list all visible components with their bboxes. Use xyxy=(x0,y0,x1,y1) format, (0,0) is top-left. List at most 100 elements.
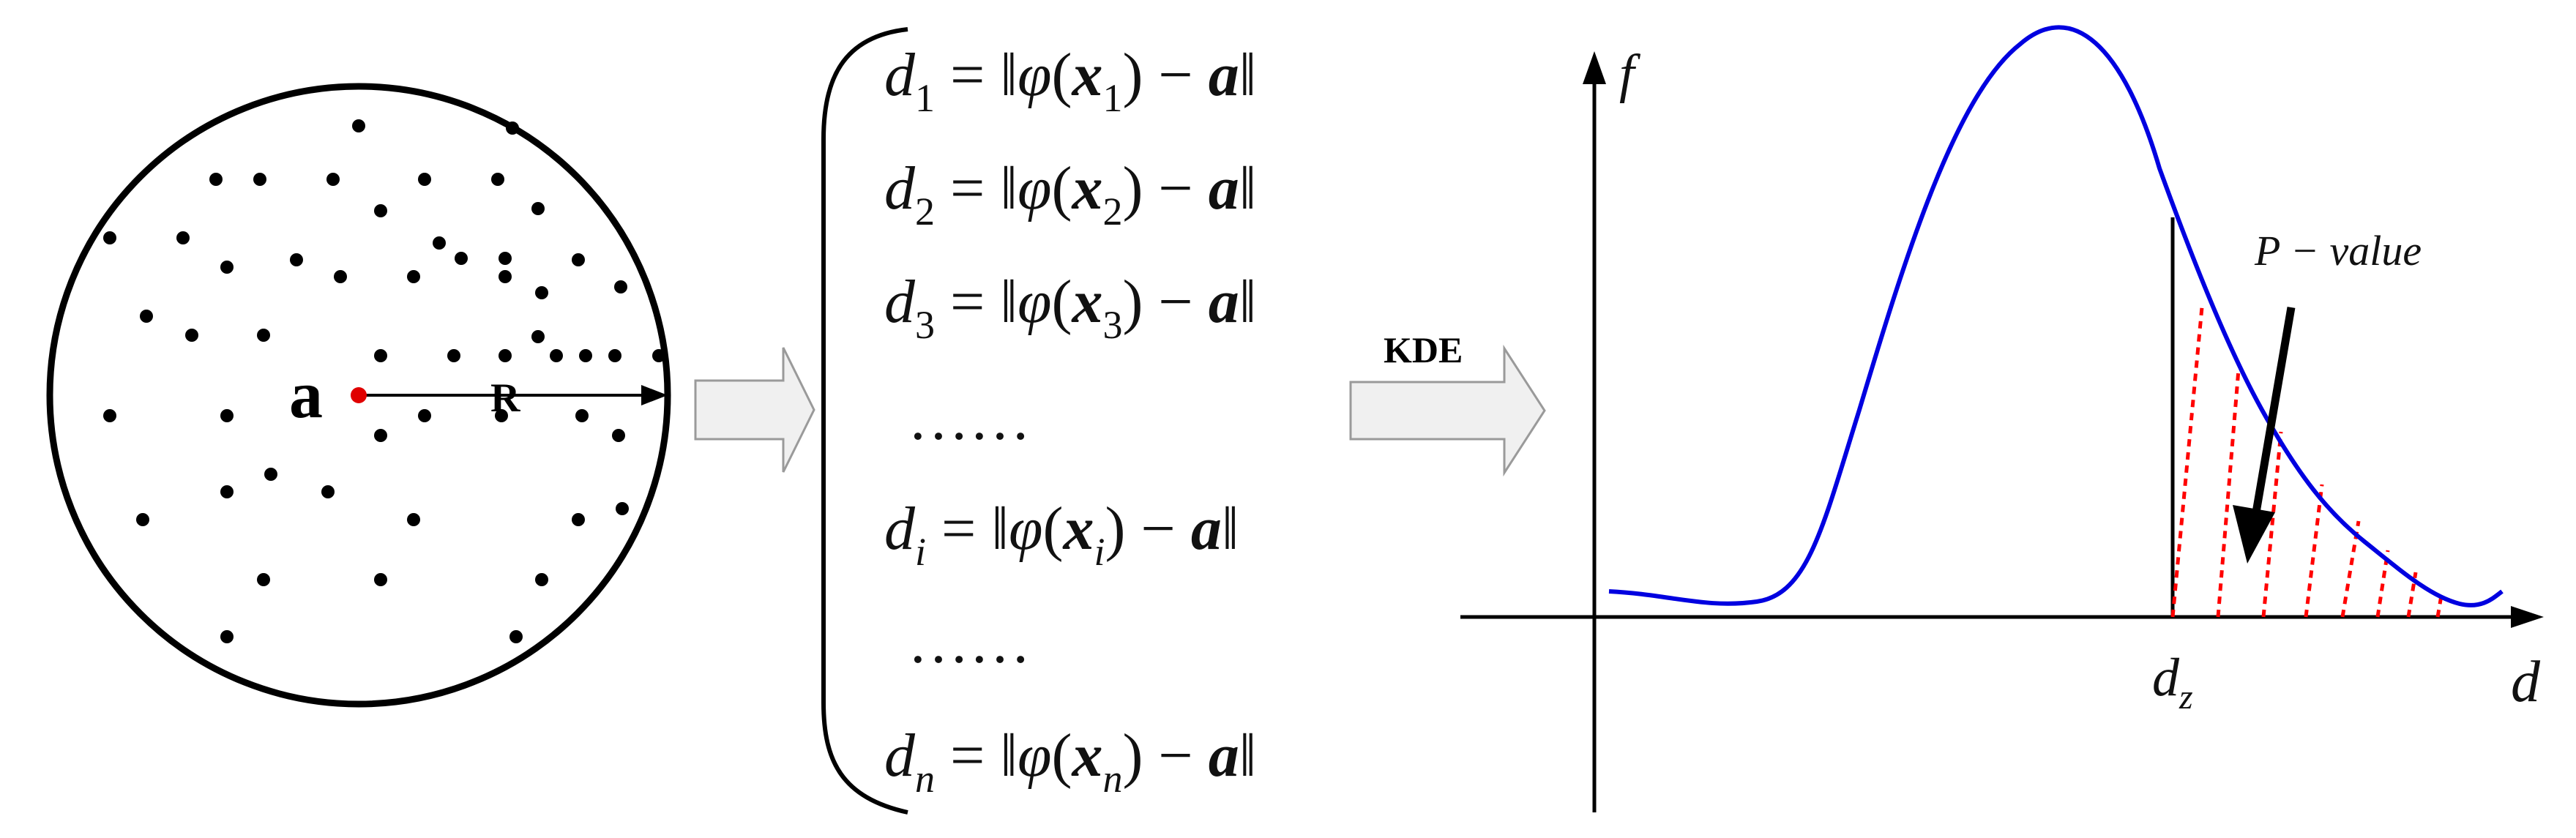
radius-label: R xyxy=(490,375,520,421)
block-arrow-1-shape xyxy=(694,347,815,473)
norm-close: ‖ xyxy=(1239,41,1257,109)
sample-point xyxy=(614,280,627,293)
sample-point xyxy=(612,429,625,442)
sample-point xyxy=(209,173,223,186)
x-symbol: x xyxy=(1070,154,1102,222)
distance-subscript: i xyxy=(915,530,926,574)
phi-symbol: φ xyxy=(1018,722,1051,790)
sample-point xyxy=(616,502,629,515)
sample-point xyxy=(418,409,431,422)
distance-equation: d2 = ‖φ(x2) − a‖ xyxy=(884,154,1256,233)
sample-point xyxy=(572,513,585,526)
sample-point xyxy=(326,173,340,186)
distance-symbol: d xyxy=(884,495,916,563)
x-subscript: 1 xyxy=(1102,76,1122,120)
sample-point xyxy=(334,270,347,283)
equals-sign: = xyxy=(926,495,991,563)
sample-point xyxy=(455,252,468,265)
hatch-line xyxy=(2216,369,2241,618)
left-brace xyxy=(821,27,908,815)
norm-close: ‖ xyxy=(1222,495,1239,563)
kde-plot-panel: f d dz P − value xyxy=(1460,25,2544,812)
sample-point xyxy=(103,409,116,422)
paren-close: ) xyxy=(1122,268,1143,336)
y-axis-arrowhead xyxy=(1583,51,1606,84)
sample-point xyxy=(535,286,548,299)
distance-subscript: n xyxy=(915,757,935,801)
minus-sign: − xyxy=(1143,722,1208,790)
center-point xyxy=(351,387,367,403)
equation-ellipsis: …… xyxy=(908,608,1031,676)
x-subscript: 2 xyxy=(1102,190,1122,233)
sample-point xyxy=(136,513,149,526)
density-curve xyxy=(1608,25,2504,607)
paren-close: ) xyxy=(1122,41,1143,109)
sample-point xyxy=(499,252,512,265)
a-symbol: a xyxy=(1191,495,1222,563)
sample-point xyxy=(220,485,234,498)
distance-symbol: d xyxy=(884,41,916,109)
phi-symbol: φ xyxy=(1018,41,1051,109)
sample-point xyxy=(407,270,420,283)
hatch-line xyxy=(2170,307,2204,618)
paren-open: ( xyxy=(1051,41,1072,109)
sample-point xyxy=(531,330,545,343)
norm-open: ‖ xyxy=(1000,154,1018,222)
p-value-pointer-head xyxy=(2233,505,2275,564)
sample-point xyxy=(321,485,335,498)
x-symbol: x xyxy=(1070,268,1102,336)
paren-close: ) xyxy=(1122,722,1143,790)
norm-open: ‖ xyxy=(1000,268,1018,336)
a-symbol: a xyxy=(1209,268,1239,336)
minus-sign: − xyxy=(1143,268,1208,336)
distance-equation: dn = ‖φ(xn) − a‖ xyxy=(884,722,1256,801)
sample-point xyxy=(220,630,234,643)
sample-point xyxy=(550,349,563,362)
norm-open: ‖ xyxy=(991,495,1009,563)
distance-subscript: 1 xyxy=(915,76,935,120)
radius-arrowhead xyxy=(641,385,668,405)
sample-point xyxy=(103,231,116,244)
distance-symbol: d xyxy=(884,722,916,790)
sample-point xyxy=(220,409,234,422)
a-symbol: a xyxy=(1209,722,1239,790)
sample-point xyxy=(652,349,665,362)
paren-close: ) xyxy=(1105,495,1125,563)
x-subscript: n xyxy=(1102,757,1122,801)
equals-sign: = xyxy=(935,722,1000,790)
sample-point xyxy=(506,121,519,135)
sample-point xyxy=(176,231,190,244)
threshold-label: dz xyxy=(2152,648,2193,717)
phi-symbol: φ xyxy=(1009,495,1042,563)
sample-point xyxy=(374,429,387,442)
distance-subscript: 2 xyxy=(915,190,935,233)
hatch-line xyxy=(2304,484,2324,618)
sample-point xyxy=(264,468,277,481)
block-arrow-kde: KDE xyxy=(1349,329,1546,477)
sample-point xyxy=(495,409,508,422)
sample-point xyxy=(572,253,585,266)
norm-close: ‖ xyxy=(1239,722,1257,790)
sample-points xyxy=(103,119,665,643)
sample-point xyxy=(220,261,234,274)
minus-sign: − xyxy=(1143,41,1208,109)
kde-label: KDE xyxy=(1384,329,1463,370)
equation-ellipsis: …… xyxy=(908,385,1031,453)
distance-symbol: d xyxy=(884,154,916,222)
sample-point xyxy=(257,573,270,586)
phi-symbol: φ xyxy=(1018,154,1051,222)
distance-symbol: d xyxy=(884,268,916,336)
x-subscript: 3 xyxy=(1102,303,1122,347)
norm-open: ‖ xyxy=(1000,722,1018,790)
norm-close: ‖ xyxy=(1239,268,1257,336)
x-symbol: x xyxy=(1070,41,1102,109)
sample-point xyxy=(374,204,387,217)
sample-point xyxy=(433,236,446,250)
hatch-line xyxy=(2435,591,2444,618)
x-axis-arrowhead xyxy=(2511,606,2544,628)
distance-equation: di = ‖φ(xi) − a‖ xyxy=(884,495,1239,574)
sample-point xyxy=(535,573,548,586)
hatch-line xyxy=(2261,431,2283,618)
distance-subscript: 3 xyxy=(915,303,935,347)
